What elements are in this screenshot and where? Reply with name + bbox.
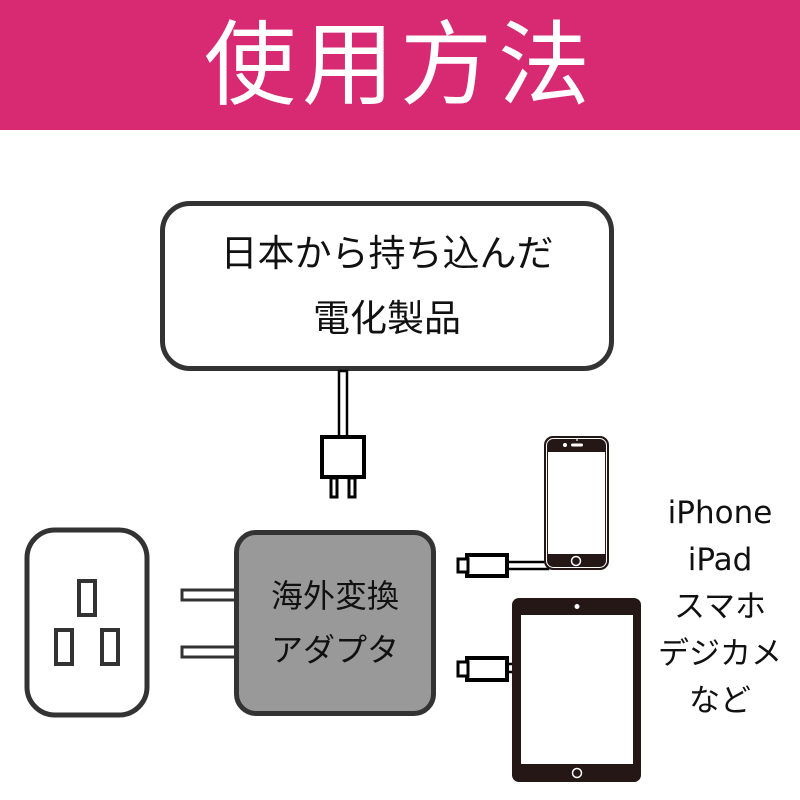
tablet-icon [512, 598, 641, 782]
adapter-label-line-1: 海外変換 [270, 577, 399, 615]
adapter-prongs [180, 588, 238, 659]
device-item-smartphone: スマホ [673, 589, 767, 625]
page-title: 使用方法 [203, 12, 596, 119]
wall-outlet-icon [24, 527, 150, 718]
header-banner: 使用方法 [0, 0, 800, 130]
device-list: iPhone iPad スマホ デジカメ など [640, 490, 800, 725]
usb-connector-icon [456, 553, 509, 578]
japanese-plug-icon [320, 435, 366, 499]
device-item-iphone: iPhone [667, 495, 773, 531]
appliance-cord [337, 369, 349, 439]
source-label-line-2: 電化製品 [313, 297, 461, 340]
source-label-line-1: 日本から持ち込んだ [220, 232, 554, 275]
conversion-adapter-box: 海外変換 アダプタ [234, 530, 436, 716]
smartphone-icon [544, 436, 609, 570]
source-appliance-box: 日本から持ち込んだ 電化製品 [160, 201, 614, 371]
device-item-digital-camera: デジカメ [658, 636, 782, 672]
adapter-label-line-2: アダプタ [270, 631, 399, 669]
phone-cable [504, 560, 550, 571]
usb-connector-icon [456, 656, 509, 682]
device-item-ipad: iPad [687, 542, 753, 578]
device-item-etc: など [689, 683, 751, 719]
